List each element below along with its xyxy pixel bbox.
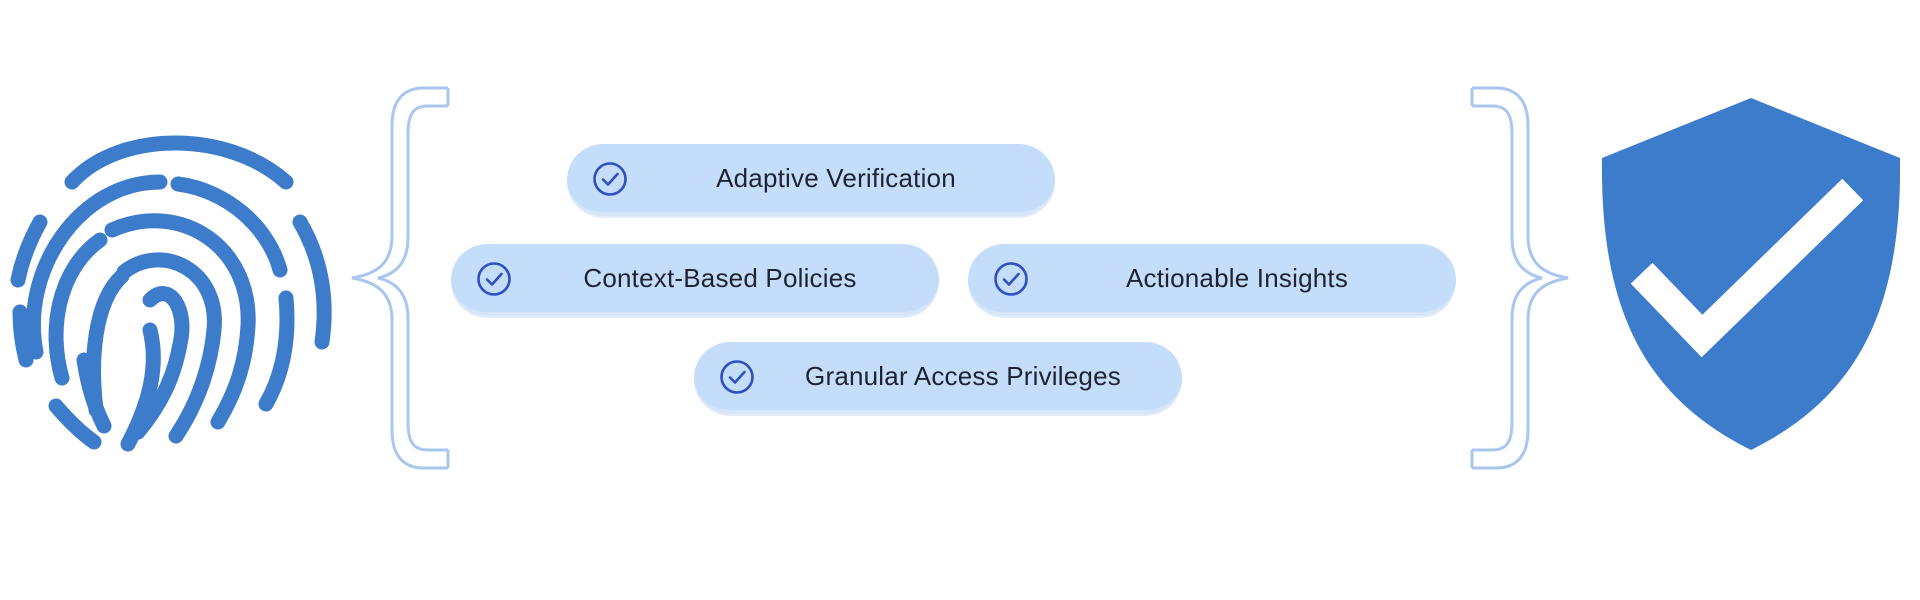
feature-label: Context-Based Policies (583, 263, 857, 293)
fingerprint-icon (10, 135, 332, 452)
shield-check-icon (1601, 98, 1901, 450)
feature-label: Granular Access Privileges (805, 361, 1121, 391)
feature-pill-adaptive-verification: Adaptive Verification (567, 144, 1055, 216)
feature-pill-granular-access-privileges: Granular Access Privileges (694, 342, 1182, 414)
check-circle-icon (593, 162, 627, 196)
check-circle-icon (994, 262, 1028, 296)
feature-pill-context-based-policies: Context-Based Policies (451, 244, 939, 316)
feature-pill-actionable-insights: Actionable Insights (968, 244, 1456, 316)
feature-label: Adaptive Verification (716, 163, 956, 193)
right-brace (1470, 86, 1569, 470)
left-brace (351, 86, 450, 470)
check-circle-icon (720, 360, 754, 394)
check-circle-icon (477, 262, 511, 296)
feature-label: Actionable Insights (1125, 263, 1349, 293)
